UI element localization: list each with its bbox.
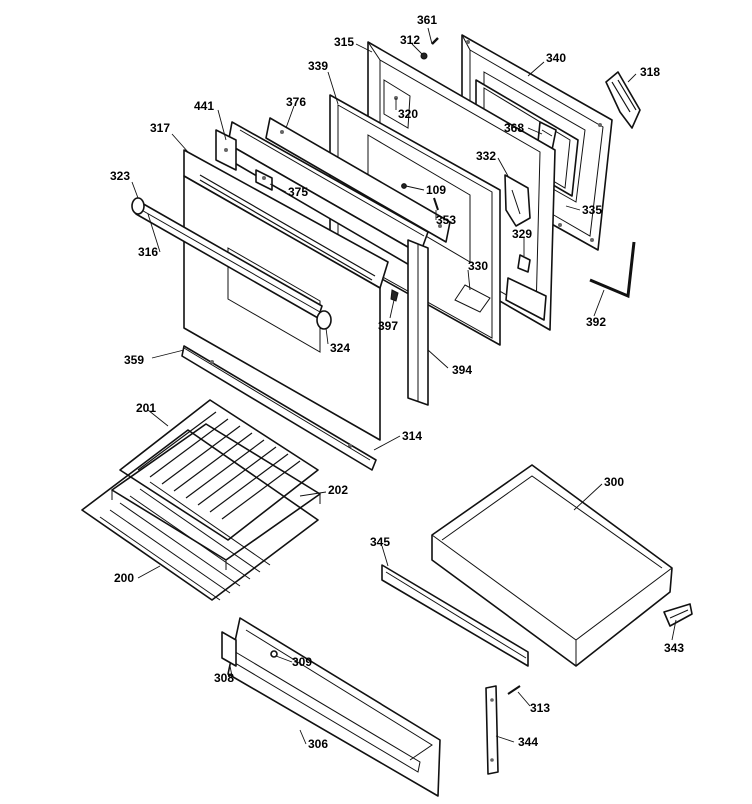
label-317: 317 — [150, 121, 170, 135]
label-368: 368 — [504, 121, 524, 135]
part-330-glass — [454, 284, 491, 313]
part-318-gasket — [605, 71, 641, 129]
label-323: 323 — [110, 169, 130, 183]
part-329-clip — [517, 254, 531, 273]
part-397-screw — [390, 289, 399, 302]
part-323-end-cap — [131, 197, 145, 215]
label-109: 109 — [426, 183, 446, 197]
label-335: 335 — [582, 203, 602, 217]
part-200-oven-rack — [81, 429, 319, 601]
part-109-screw — [401, 183, 407, 189]
label-313: 313 — [530, 701, 550, 715]
part-309-screw — [270, 650, 278, 658]
label-329: 329 — [512, 227, 532, 241]
label-343: 343 — [664, 641, 684, 655]
label-392: 392 — [586, 315, 606, 329]
part-376-liner-frame — [225, 117, 451, 271]
label-361: 361 — [417, 13, 437, 27]
label-201: 201 — [136, 401, 156, 415]
part-300-drawer-body — [431, 464, 673, 667]
label-200: 200 — [114, 571, 134, 585]
label-318: 318 — [640, 65, 660, 79]
part-315-lower-bracket — [505, 277, 547, 321]
part-306-drawer-front — [227, 617, 441, 797]
label-300: 300 — [604, 475, 624, 489]
label-312: 312 — [400, 33, 420, 47]
label-309: 309 — [292, 655, 312, 669]
label-324: 324 — [330, 341, 350, 355]
label-306: 306 — [308, 737, 328, 751]
part-361-screw — [431, 37, 439, 45]
part-324-end-cap — [316, 310, 332, 330]
part-344-rail — [485, 685, 499, 775]
label-344: 344 — [518, 735, 538, 749]
label-315: 315 — [334, 35, 354, 49]
label-330: 330 — [468, 259, 488, 273]
label-376: 376 — [286, 95, 306, 109]
label-314: 314 — [402, 429, 422, 443]
callout-labels: 361 312 315 340 318 339 320 441 376 368 … — [110, 13, 684, 751]
part-343-glide — [663, 603, 693, 627]
label-397: 397 — [378, 319, 398, 333]
part-394-side-trim — [407, 239, 429, 406]
part-201-broil-grate — [119, 399, 319, 541]
leader-lines — [131, 27, 677, 745]
part-392-wire — [589, 241, 636, 299]
part-314-bottom-trim — [181, 345, 377, 471]
label-339: 339 — [308, 59, 328, 73]
label-332: 332 — [476, 149, 496, 163]
label-353: 353 — [436, 213, 456, 227]
label-441: 441 — [194, 99, 214, 113]
part-308-end-piece — [221, 631, 237, 667]
label-345: 345 — [370, 535, 390, 549]
label-359: 359 — [124, 353, 144, 367]
label-340: 340 — [546, 51, 566, 65]
label-316: 316 — [138, 245, 158, 259]
label-375: 375 — [288, 185, 308, 199]
part-332-hinge-bracket — [504, 174, 531, 227]
label-308: 308 — [214, 671, 234, 685]
label-202: 202 — [328, 483, 348, 497]
part-312-washer — [420, 52, 428, 60]
part-441-bracket — [215, 129, 237, 171]
part-317-outer-door — [183, 149, 389, 441]
label-394: 394 — [452, 363, 472, 377]
label-320: 320 — [398, 107, 418, 121]
part-359-gasket-strip — [183, 347, 371, 461]
part-353-screw — [433, 197, 439, 211]
part-375-clip — [255, 169, 273, 191]
part-313-screw — [507, 685, 521, 695]
part-345-drawer-slide — [381, 564, 529, 667]
